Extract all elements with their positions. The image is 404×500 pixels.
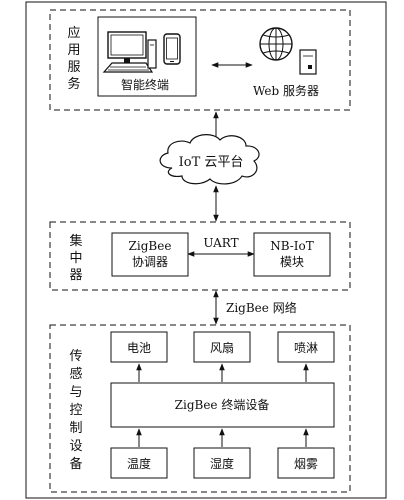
nbiot-module-box [253,232,331,277]
application-layer-label-char: 务 [67,76,80,92]
sensor-temperature-box [110,447,168,479]
sensing-layer-label-char: 传 [69,349,82,364]
nbiot-module-label-line2: 模块 [280,255,304,269]
smartphone-icon [163,33,181,65]
sensor-temperature-label: 温度 [127,456,151,471]
iot-cloud-platform [159,134,260,185]
desktop-computer-icon [102,31,157,73]
sensor-humidity-label: 湿度 [210,456,234,471]
sensing-layer-label-char: 控 [69,403,82,418]
concentrator-layer-label-char: 中 [69,251,82,266]
application-layer-label-char: 服 [67,60,80,75]
concentrator-layer-box [49,221,351,291]
actuator-fan-box [193,331,251,363]
sensing-layer-label-char: 感 [69,366,82,382]
sensor-humidity-box [193,447,251,479]
sensor-smoke-label: 烟雾 [294,457,318,471]
globe-icon [259,27,293,61]
smart-terminal-label: 智能终端 [121,77,169,92]
outer-frame [25,1,387,499]
sensor-smoke-box [277,447,335,479]
nbiot-module-label-line1: NB-IoT [270,239,314,253]
actuator-fan-label: 风扇 [210,340,234,355]
sensing-layer-label-char: 备 [69,456,82,472]
concentrator-layer-label-char: 器 [69,268,82,283]
cloud-platform-label: IoT 云平台 [179,155,244,170]
sensing-layer-label-char: 与 [69,385,82,400]
application-layer-box [49,9,351,111]
zigbee-coordinator-label-line1: ZigBee [129,239,172,253]
zigbee-network-label: ZigBee 网络 [226,300,297,315]
zigbee-terminal-device-label: ZigBee 终端设备 [175,397,270,412]
zigbee-coordinator-box [111,232,189,277]
zigbee-coordinator-label-line2: 协调器 [132,254,168,269]
actuator-sprinkler-box [277,331,335,363]
web-server-label: Web 服务器 [253,83,319,98]
uart-label: UART [203,236,238,250]
sensing-control-layer-box [49,324,351,493]
actuator-battery-box [110,331,168,363]
zigbee-terminal-device-box [110,382,335,428]
concentrator-layer-label-char: 集 [69,233,82,249]
application-layer-label-char: 用 [67,43,80,58]
sensing-layer-label-char: 设 [69,439,82,454]
sensing-layer-label-char: 制 [69,421,82,436]
application-layer-label-char: 应 [67,25,80,41]
actuator-battery-label: 电池 [127,341,151,355]
actuator-sprinkler-label: 喷淋 [294,341,318,355]
server-icon [299,49,317,75]
